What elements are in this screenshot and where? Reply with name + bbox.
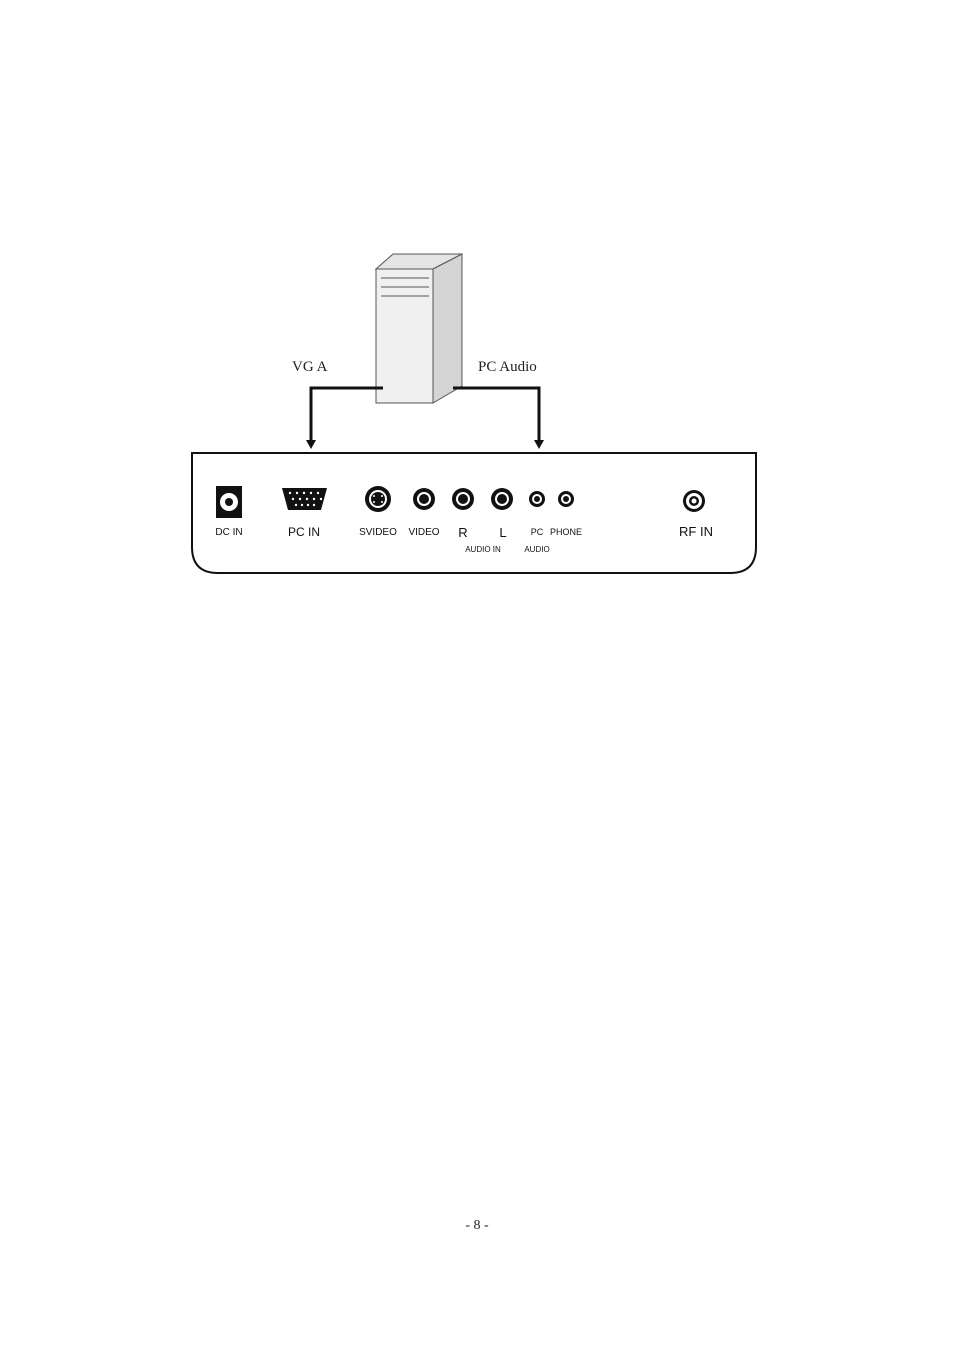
audio-l-label: L xyxy=(499,525,506,540)
pc-audio-group-label: AUDIO xyxy=(524,545,549,554)
vga-port-icon xyxy=(282,488,327,510)
audio-in-group-label: AUDIO IN xyxy=(465,545,501,554)
rf-in-label: RF IN xyxy=(679,524,713,539)
pc-audio-cable-label: PC Audio xyxy=(478,359,537,375)
pc-tower-icon xyxy=(374,253,463,404)
video-label: VIDEO xyxy=(408,527,439,538)
page-number: - 8 - xyxy=(465,1218,489,1233)
svideo-label: SVIDEO xyxy=(359,527,397,538)
pc-in-label: PC IN xyxy=(288,525,320,539)
audio-r-label: R xyxy=(458,525,467,540)
pc-audio-jack-icon xyxy=(529,491,545,507)
audio-in-r-jack-icon xyxy=(452,488,474,510)
video-jack-icon xyxy=(413,488,435,510)
pc-audio-pc-label: PC xyxy=(531,527,544,537)
pc-audio-cable xyxy=(453,386,544,449)
rf-in-jack-icon xyxy=(683,490,705,512)
phone-jack-icon xyxy=(558,491,574,507)
svideo-port-icon xyxy=(365,486,391,512)
phone-label: PHONE xyxy=(550,527,582,537)
dc-in-jack-icon xyxy=(216,486,242,518)
audio-in-l-jack-icon xyxy=(491,488,513,510)
dc-in-label: DC IN xyxy=(215,527,242,538)
connector-panel xyxy=(191,452,757,574)
vga-cable-label: VG A xyxy=(292,359,328,375)
vga-cable xyxy=(306,386,383,449)
